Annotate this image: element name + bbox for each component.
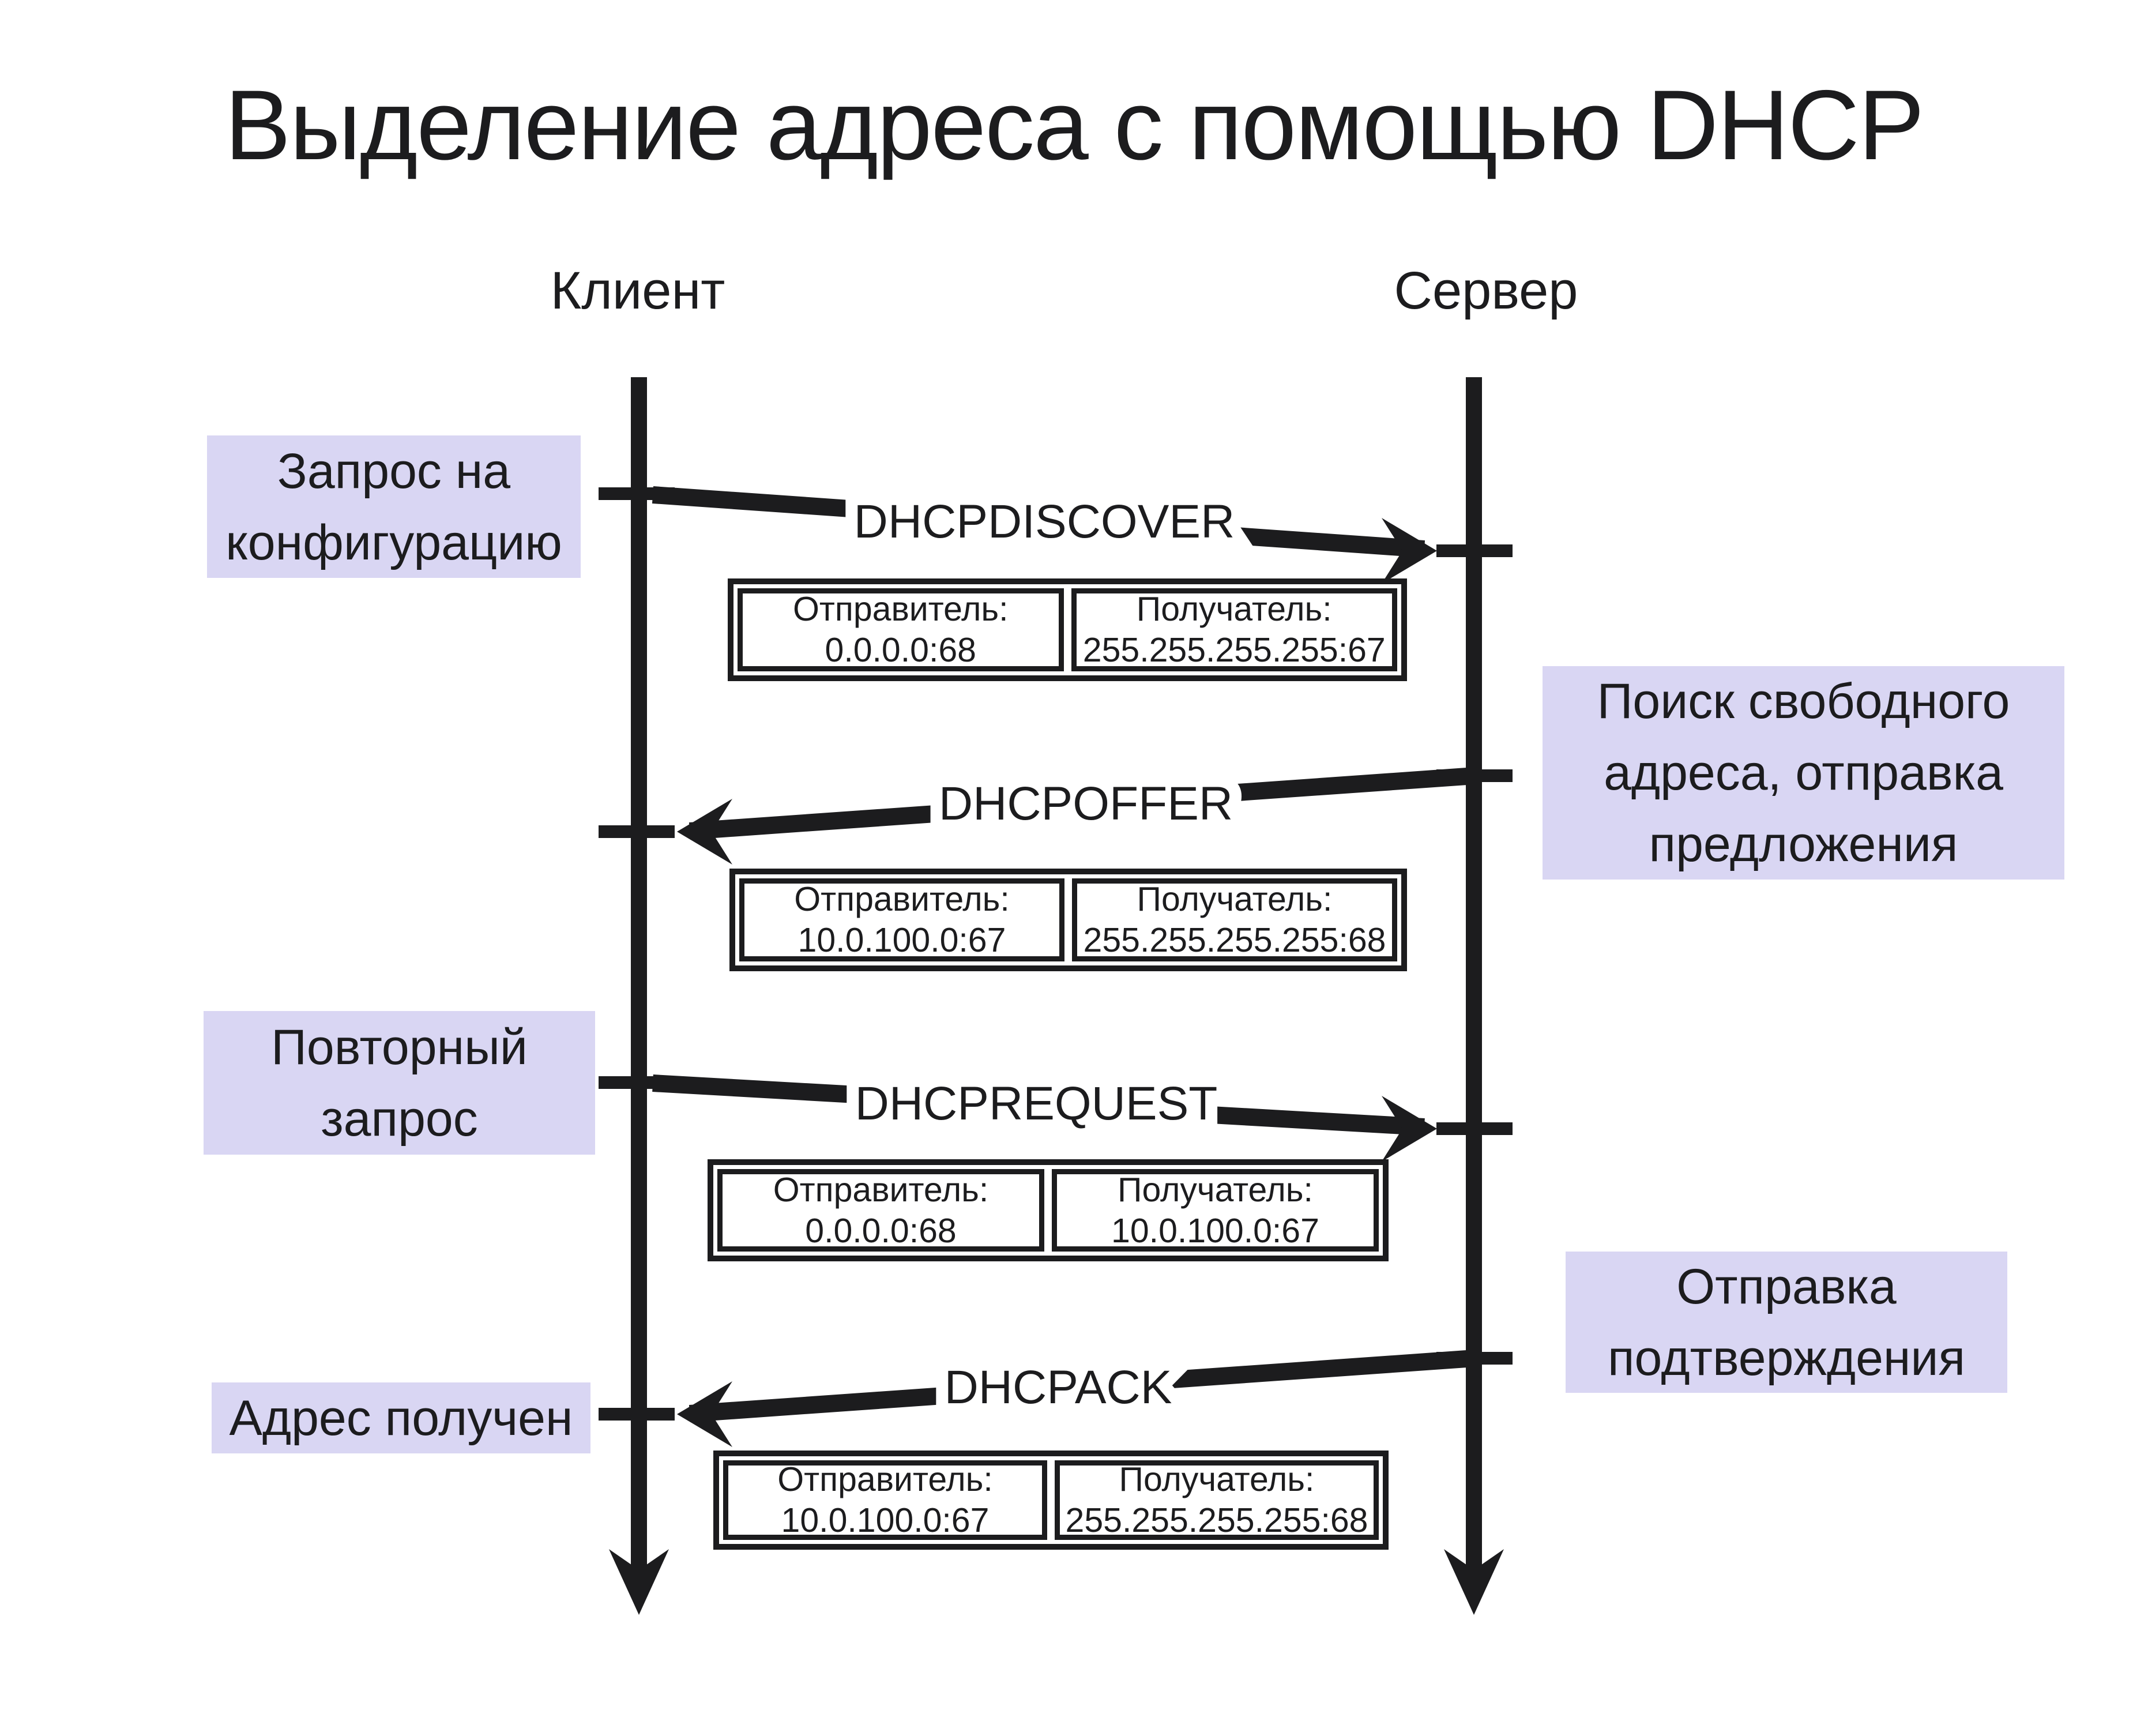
note-repeat-request: Повторный запрос <box>204 1011 595 1155</box>
message-line-dhcpoffer <box>689 768 1468 840</box>
arrowhead-dhcprequest-icon <box>1382 1096 1437 1162</box>
lifeline-client-arrowhead-icon <box>609 1549 669 1615</box>
packet-sender-value: 0.0.0.0:68 <box>805 1211 957 1250</box>
tick-server-3 <box>1436 1122 1513 1135</box>
packet-receiver-label: Получатель: <box>1136 590 1332 628</box>
note-send-confirmation: Отправка подтверждения <box>1566 1252 2007 1393</box>
packet-table-dhcpack: Отправитель: 10.0.100.0:67 Получатель: 2… <box>713 1451 1389 1550</box>
lifeline-server-arrowhead-icon <box>1444 1549 1504 1615</box>
packet-receiver-label: Получатель: <box>1119 1460 1315 1498</box>
packet-sender-cell: Отправитель: 0.0.0.0:68 <box>738 588 1064 671</box>
note-line: подтверждения <box>1607 1330 1966 1386</box>
message-label-dhcprequest: DHCPREQUEST <box>855 1077 1218 1130</box>
packet-receiver-cell: Получатель: 255.255.255.255:68 <box>1072 878 1397 961</box>
note-line: Запрос на <box>277 443 511 499</box>
note-line: Поиск свободного <box>1597 674 2010 729</box>
packet-receiver-label: Получатель: <box>1118 1170 1313 1209</box>
packet-sender-label: Отправитель: <box>777 1460 993 1498</box>
packet-sender-label: Отправитель: <box>792 590 1009 628</box>
packet-sender-cell: Отправитель: 0.0.0.0:68 <box>717 1169 1044 1252</box>
message-label-dhcpoffer: DHCPOFFER <box>939 777 1233 830</box>
packet-receiver-cell: Получатель: 10.0.100.0:67 <box>1052 1169 1379 1252</box>
note-search-free-address: Поиск свободного адреса, отправка предло… <box>1543 666 2064 880</box>
message-label-dhcpack: DHCPACK <box>945 1361 1172 1414</box>
arrowhead-dhcpack-icon <box>677 1381 732 1447</box>
arrowhead-dhcpdiscover-icon <box>1382 518 1437 584</box>
lifeline-client <box>631 377 647 1584</box>
note-line: предложения <box>1649 817 1958 872</box>
note-address-received: Адрес получен <box>212 1382 590 1453</box>
note-line: Адрес получен <box>229 1390 573 1446</box>
packet-receiver-label: Получатель: <box>1137 880 1333 918</box>
message-line-dhcprequest <box>652 1074 1425 1136</box>
message-line-dhcpack <box>689 1350 1468 1422</box>
actor-label-server: Сервер <box>1394 261 1578 320</box>
packet-receiver-value: 10.0.100.0:67 <box>1111 1211 1319 1250</box>
packet-sender-value: 10.0.100.0:67 <box>797 921 1006 959</box>
note-line: Повторный <box>271 1019 528 1075</box>
arrowhead-dhcpoffer-icon <box>677 799 732 865</box>
note-request-configuration: Запрос на конфигурацию <box>207 435 581 578</box>
packet-receiver-cell: Получатель: 255.255.255.255:67 <box>1071 588 1397 671</box>
packet-receiver-value: 255.255.255.255:67 <box>1082 631 1386 669</box>
tick-server-1 <box>1436 544 1513 557</box>
packet-sender-cell: Отправитель: 10.0.100.0:67 <box>723 1460 1047 1540</box>
note-line: запрос <box>321 1091 478 1147</box>
packet-sender-label: Отправитель: <box>773 1170 989 1209</box>
packet-receiver-value: 255.255.255.255:68 <box>1083 921 1386 959</box>
packet-sender-value: 0.0.0.0:68 <box>825 631 976 669</box>
packet-receiver-cell: Получатель: 255.255.255.255:68 <box>1055 1460 1379 1540</box>
packet-table-dhcpoffer: Отправитель: 10.0.100.0:67 Получатель: 2… <box>729 869 1407 971</box>
packet-sender-value: 10.0.100.0:67 <box>781 1501 990 1539</box>
lifeline-server <box>1466 377 1482 1584</box>
page-title: Выделение адреса с помощью DHCP <box>224 70 1925 181</box>
packet-sender-cell: Отправитель: 10.0.100.0:67 <box>739 878 1064 961</box>
actor-label-client: Клиент <box>550 261 725 320</box>
note-line: адреса, отправка <box>1604 745 2003 801</box>
message-line-dhcpdiscover <box>652 486 1425 558</box>
packet-sender-label: Отправитель: <box>794 880 1010 918</box>
note-line: Отправка <box>1676 1258 1897 1314</box>
packet-table-dhcpdiscover: Отправитель: 0.0.0.0:68 Получатель: 255.… <box>728 578 1407 681</box>
tick-client-2 <box>599 825 675 838</box>
tick-client-4 <box>599 1408 675 1421</box>
message-label-dhcpdiscover: DHCPDISCOVER <box>854 495 1235 548</box>
note-line: конфигурацию <box>225 514 562 570</box>
packet-table-dhcprequest: Отправитель: 0.0.0.0:68 Получатель: 10.0… <box>708 1159 1389 1261</box>
packet-receiver-value: 255.255.255.255:68 <box>1065 1501 1368 1539</box>
